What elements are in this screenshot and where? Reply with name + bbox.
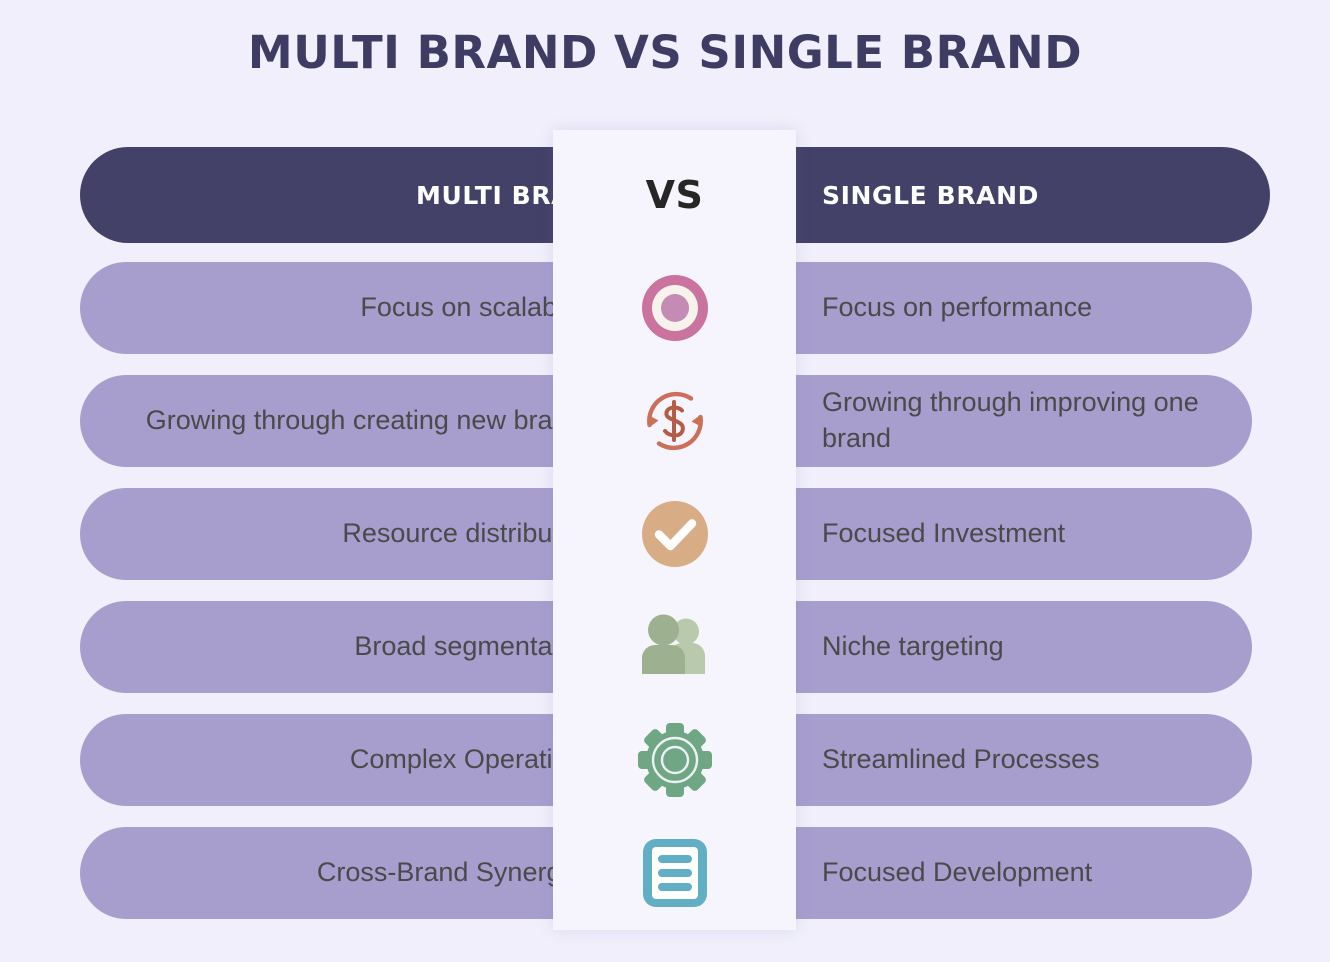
target-icon	[553, 262, 796, 354]
row-left-cell: Complex Operations	[80, 714, 630, 806]
row-left-cell: Focus on scalability	[80, 262, 630, 354]
document-lines-icon	[553, 827, 796, 919]
row-right-label: Focused Development	[822, 857, 1093, 888]
row-left-label: Growing through creating new brands	[145, 405, 596, 436]
row-right-label: Streamlined Processes	[822, 744, 1100, 775]
row-left-cell: Resource distribution	[80, 488, 630, 580]
row-right-label: Focus on performance	[822, 292, 1093, 323]
check-circle-icon	[553, 488, 796, 580]
row-right-label: Growing through improving one brand	[822, 387, 1199, 453]
row-left-cell: Cross-Brand Synergies	[80, 827, 630, 919]
page-title: MULTI BRAND VS SINGLE BRAND	[247, 26, 1083, 79]
header-single-brand-label: SINGLE BRAND	[822, 180, 1039, 210]
vs-label: VS	[645, 173, 704, 217]
gear-icon	[553, 714, 796, 806]
dollar-refresh-icon	[553, 375, 796, 467]
row-left-label: Cross-Brand Synergies	[316, 857, 596, 888]
row-left-cell: Growing through creating new brands	[80, 375, 630, 467]
row-right-label: Niche targeting	[822, 631, 1004, 662]
people-icon	[553, 601, 796, 693]
row-left-cell: Broad segmentation	[80, 601, 630, 693]
row-right-label: Focused Investment	[822, 518, 1066, 549]
